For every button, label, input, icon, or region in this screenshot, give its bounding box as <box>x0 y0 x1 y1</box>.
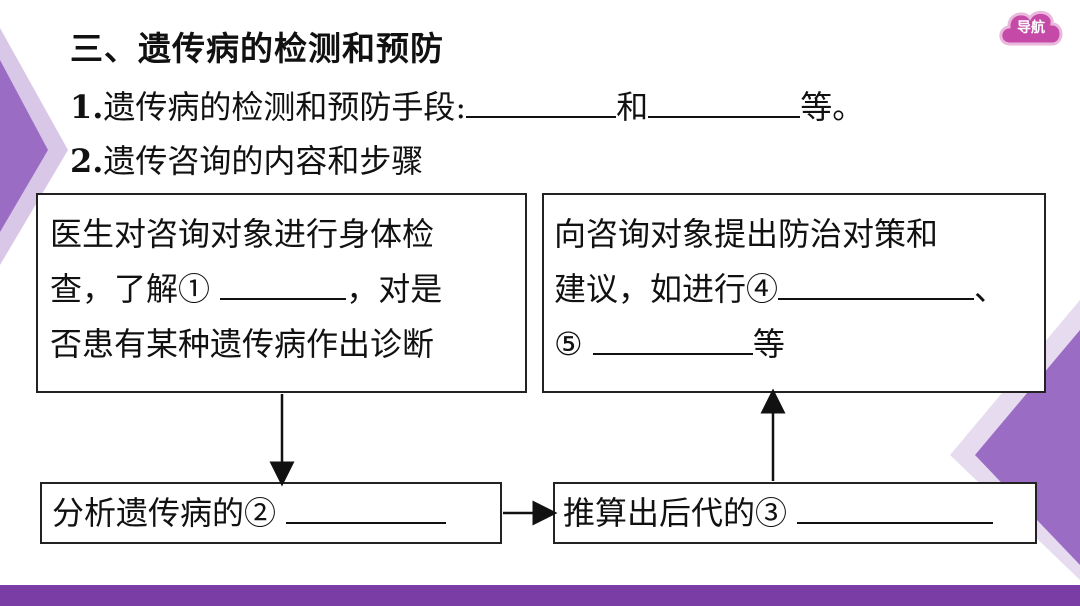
flow-box-advice: 向咨询对象提出防治对策和 建议，如进行④ 、 ⑤ 等 <box>542 193 1046 393</box>
blank-answer-5[interactable] <box>592 323 753 355</box>
blank-answer-a[interactable] <box>466 86 617 118</box>
box2-line3-start: ⑤ <box>554 325 583 363</box>
item-1-connector: 和 <box>616 88 649 126</box>
item-2-text: 遗传咨询的内容和步骤 <box>103 142 424 180</box>
cloud-icon <box>999 10 1063 46</box>
box1-line2-start: 查，了解① <box>50 270 211 308</box>
item-1-number: 1. <box>70 88 104 126</box>
box2-line2-end: 、 <box>974 270 1007 308</box>
blank-answer-1[interactable] <box>220 268 347 300</box>
blank-answer-b[interactable] <box>648 86 801 118</box>
item-1-suffix: 等。 <box>800 88 865 126</box>
box2-line3: ⑤ 等 <box>554 317 1038 372</box>
blank-answer-4[interactable] <box>778 268 975 300</box>
section-title: 三、遗传病的检测和预防 <box>70 29 444 68</box>
box4-text: 推算出后代的③ <box>563 494 788 532</box>
item-2-number: 2. <box>70 142 104 180</box>
flow-box-diagnosis: 医生对咨询对象进行身体检 查，了解① ，对是 否患有某种遗传病作出诊断 <box>36 193 527 393</box>
box1-line2: 查，了解① ，对是 <box>50 262 517 317</box>
blank-answer-2[interactable] <box>286 492 447 524</box>
blank-answer-3[interactable] <box>797 492 994 524</box>
item-1-text: 遗传病的检测和预防手段: <box>103 88 467 126</box>
box2-line2: 建议，如进行④ 、 <box>554 262 1038 317</box>
nav-button[interactable]: 导航 <box>996 4 1066 54</box>
nav-label: 导航 <box>1017 20 1045 36</box>
box1-line2-end: ，对是 <box>346 270 443 308</box>
box1-line3: 否患有某种遗传病作出诊断 <box>50 325 435 363</box>
flow-box-prediction: 推算出后代的③ <box>553 482 1037 544</box>
box2-line3-end: 等 <box>752 325 785 363</box>
item-2: 2. 遗传咨询的内容和步骤 <box>70 136 423 182</box>
box1-line1: 医生对咨询对象进行身体检 <box>50 215 435 253</box>
item-1: 1. 遗传病的检测和预防手段: 和 等。 <box>70 82 864 128</box>
bottom-bar <box>0 585 1080 606</box>
box3-text: 分析遗传病的② <box>52 494 277 532</box>
box2-line1: 向咨询对象提出防治对策和 <box>554 215 939 253</box>
box2-line2-start: 建议，如进行④ <box>554 270 779 308</box>
